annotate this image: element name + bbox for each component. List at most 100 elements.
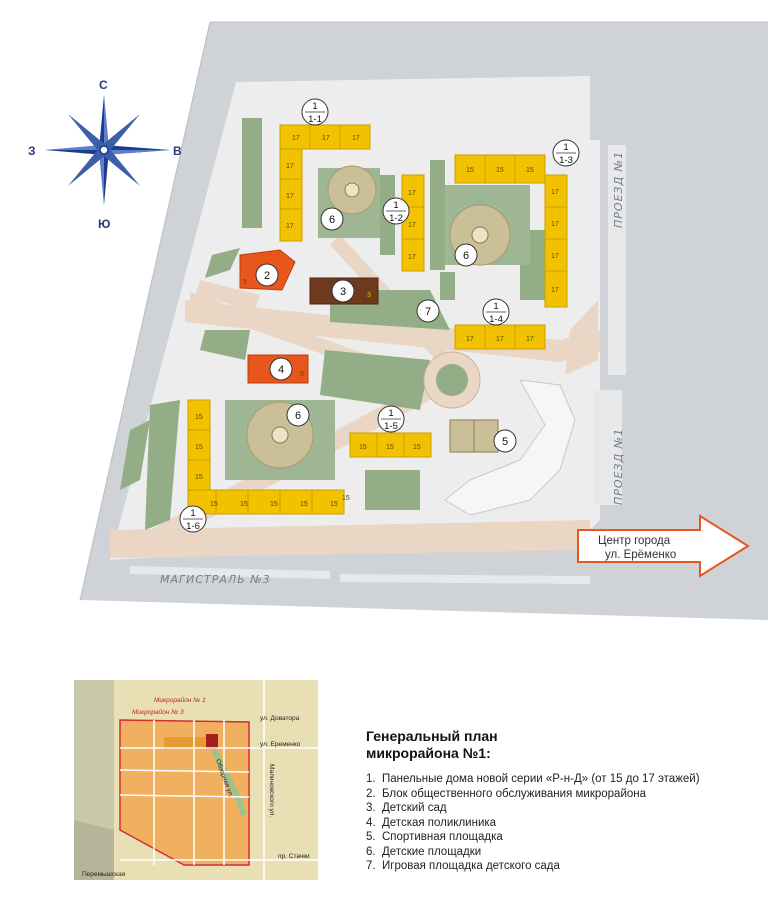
legend-item: 2.Блок общественного обслуживания микрор…: [366, 787, 647, 800]
floors-label: 15: [240, 501, 248, 508]
marker-1-1[interactable]: 1 1-1: [301, 98, 329, 126]
floors-label: 15: [342, 495, 350, 502]
marker-6-c[interactable]: 6: [286, 403, 310, 427]
floors-label: 17: [551, 221, 559, 228]
marker-3[interactable]: 3: [331, 279, 355, 303]
marker-1-6[interactable]: 1 1-6: [179, 505, 207, 533]
inset-label-mr3: Микрорайон № 3: [132, 708, 184, 716]
legend-item: 5.Спортивная площадка: [366, 831, 503, 843]
svg-text:1: 1: [388, 408, 393, 419]
sports-area: [449, 419, 499, 453]
svg-text:7: 7: [425, 306, 431, 318]
svg-text:1-3: 1-3: [559, 155, 573, 166]
building-1-2: [401, 174, 425, 272]
inset-street-eremenko: ул. Еременко: [260, 741, 301, 748]
floors-label: 17: [551, 287, 559, 294]
road-lane-right-2: [594, 390, 622, 505]
floors-label: 15: [195, 474, 203, 481]
svg-text:6: 6: [463, 250, 469, 262]
legend-list: 1.Панельные дома новой серии «Р-н-Д» (от…: [366, 772, 766, 874]
svg-text:1: 1: [393, 200, 398, 211]
compass-north: С: [99, 78, 108, 92]
marker-4[interactable]: 4: [269, 357, 293, 381]
marker-1-2[interactable]: 1 1-2: [382, 197, 410, 225]
building-1-1: [279, 124, 371, 242]
floors-label: 15: [413, 444, 421, 451]
svg-text:1: 1: [493, 301, 498, 312]
floors-label: 17: [286, 163, 294, 170]
legend-item: 3.Детский сад: [366, 802, 447, 814]
svg-text:1-1: 1-1: [308, 114, 322, 125]
legend: Генеральный план микрорайона №1: 1.Панел…: [366, 728, 766, 874]
inset-street-peremyshskaya: Перемышская: [82, 871, 126, 878]
svg-text:1: 1: [190, 508, 195, 519]
floors-label: 17: [322, 135, 330, 142]
direction-arrow-line1: Центр города: [598, 535, 671, 547]
floors-label: 17: [408, 190, 416, 197]
floors-label: 17: [551, 189, 559, 196]
inset-street-stachki: пр. Стачки: [278, 853, 310, 860]
marker-5[interactable]: 5: [493, 429, 517, 453]
road-label-passage-lower: ПРОЕЗД №1: [612, 428, 625, 505]
legend-title: Генеральный план микрорайона №1:: [366, 728, 766, 762]
marker-1-4[interactable]: 1 1-4: [482, 298, 510, 326]
inset-street-malinovskogo: Малиновского ул.: [268, 764, 275, 817]
floors-label: 15: [526, 167, 534, 174]
legend-title-line1: Генеральный план: [366, 728, 498, 744]
floors-label: 17: [408, 222, 416, 229]
existing-buildings: [444, 379, 576, 516]
floors-label: 17: [466, 336, 474, 343]
svg-text:3: 3: [340, 286, 346, 298]
svg-text:1-6: 1-6: [186, 521, 200, 532]
floors-label: 5: [300, 371, 304, 378]
central-square: [423, 351, 481, 409]
legend-item: 1.Панельные дома новой серии «Р-н-Д» (от…: [366, 773, 700, 785]
marker-2[interactable]: 2: [255, 263, 279, 287]
inset-label-mr1: Микрорайон № 1: [154, 696, 206, 704]
floors-label: 17: [496, 336, 504, 343]
building-1-5: [349, 432, 432, 458]
floors-label: 17: [286, 193, 294, 200]
legend-item: 6.Детские площадки: [366, 845, 482, 858]
building-1-6: [187, 399, 345, 515]
compass-east: В: [173, 144, 182, 158]
floors-label: 15: [330, 501, 338, 508]
svg-text:6: 6: [329, 214, 335, 226]
marker-7[interactable]: 7: [416, 299, 440, 323]
floors-label: 15: [359, 444, 367, 451]
floors-label: 15: [270, 501, 278, 508]
floors-label: 15: [386, 444, 394, 451]
road-lane-right-1: [608, 145, 626, 375]
svg-text:1-5: 1-5: [384, 421, 398, 432]
floors-label: 17: [526, 336, 534, 343]
compass-south: Ю: [98, 217, 110, 231]
marker-6-a[interactable]: 6: [320, 207, 344, 231]
road-label-passage-upper: ПРОЕЗД №1: [612, 151, 625, 228]
road-label-main: МАГИСТРАЛЬ №3: [160, 573, 271, 586]
legend-item: 4.Детская поликлиника: [366, 816, 497, 829]
legend-item: 7.Игровая площадка детского сада: [366, 860, 560, 872]
direction-arrow-line2: ул. Ерёменко: [605, 549, 676, 561]
svg-text:1: 1: [312, 101, 317, 112]
road-lane-lower: [129, 566, 591, 584]
svg-text:4: 4: [278, 364, 284, 376]
building-1-3: [454, 154, 568, 308]
compass-west: З: [28, 144, 36, 158]
floors-label: 15: [300, 501, 308, 508]
marker-1-3[interactable]: 1 1-3: [552, 139, 580, 167]
inset-street-dovatora: ул. Доватора: [260, 715, 300, 722]
marker-1-5[interactable]: 1 1-5: [377, 405, 405, 433]
direction-arrow: Центр города ул. Ерёменко: [577, 514, 750, 578]
road-ring-edge: [79, 21, 768, 601]
floors-label: 17: [352, 135, 360, 142]
floors-label: 15: [466, 167, 474, 174]
location-inset-map: Микрорайон № 1 Микрорайон № 3 ул. Довато…: [74, 680, 318, 880]
legend-title-line2: микрорайона №1:: [366, 745, 491, 761]
floors-label: 15: [210, 501, 218, 508]
compass-rose: С Ю З В: [28, 78, 182, 231]
floors-label: 17: [551, 253, 559, 260]
svg-text:2: 2: [264, 270, 270, 282]
floors-label: 15: [195, 444, 203, 451]
marker-6-b[interactable]: 6: [454, 243, 478, 267]
floors-label: 17: [408, 254, 416, 261]
